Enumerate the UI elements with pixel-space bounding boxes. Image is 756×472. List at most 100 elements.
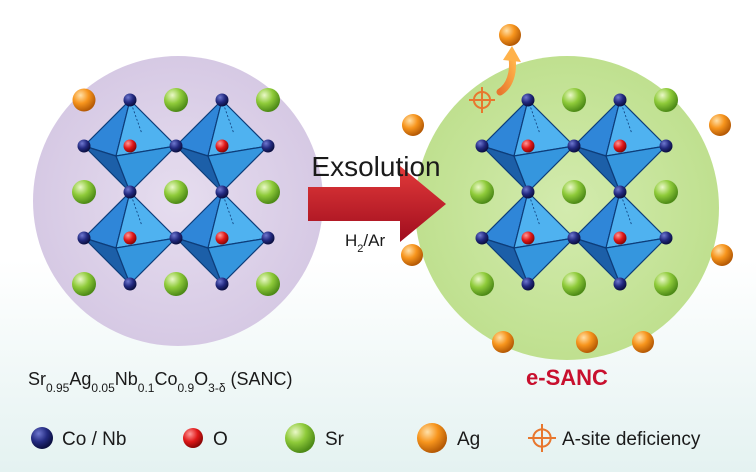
sr-atom (256, 272, 280, 296)
surface-ag-nanoparticles (401, 24, 733, 353)
process-label: Exsolution (311, 151, 440, 182)
co-nb-atom (659, 231, 673, 245)
co-nb-atom (123, 93, 137, 107)
ag-icon (417, 423, 447, 453)
sr-icon (285, 423, 315, 453)
oxygen-atom (613, 231, 627, 245)
sr-atom (562, 180, 586, 204)
oxygen-atom (521, 231, 535, 245)
sr-atom (164, 272, 188, 296)
co-nb-atom (613, 185, 627, 199)
surface-ag-particle (402, 114, 424, 136)
co-nb-atom (659, 139, 673, 153)
co-nb-atom (261, 231, 275, 245)
co-nb-atom (521, 93, 535, 107)
formula-element: Co (154, 369, 177, 389)
surface-ag-particle (499, 24, 521, 46)
co-nb-atom (215, 277, 229, 291)
oxygen-atom (215, 139, 229, 153)
co-nb-atom (123, 185, 137, 199)
oxygen-atom (123, 139, 137, 153)
sr-atom (72, 180, 96, 204)
product-label: e-SANC (526, 365, 608, 390)
oxygen-atom (613, 139, 627, 153)
sr-atom (654, 272, 678, 296)
formula-subscript: 0.05 (91, 381, 115, 395)
legend-item-sr: Sr (285, 423, 345, 453)
formula-element: O (194, 369, 208, 389)
sr-atom (654, 180, 678, 204)
formula-subscript: 0.1 (138, 381, 155, 395)
co-nb-atom (169, 139, 183, 153)
sr-atom (72, 272, 96, 296)
formula-element: Nb (115, 369, 138, 389)
co-nb-atom (521, 185, 535, 199)
formula-element: Sr (28, 369, 46, 389)
sr-atom (654, 88, 678, 112)
oxygen-atom (521, 139, 535, 153)
sr-atom (164, 180, 188, 204)
formula-element: Ag (69, 369, 91, 389)
co-nb-atom (77, 231, 91, 245)
ag-atom (72, 88, 96, 112)
sr-atom (164, 88, 188, 112)
co-nb-atom (169, 231, 183, 245)
surface-ag-particle (401, 244, 423, 266)
ag-migration (496, 46, 521, 96)
co-nb-atom (567, 231, 581, 245)
co-nb-atom (215, 185, 229, 199)
octahedron-3 (480, 190, 576, 286)
surface-ag-particle (711, 244, 733, 266)
sr-atom (256, 88, 280, 112)
o-icon (183, 428, 203, 448)
gas-label: H2/Ar (345, 231, 385, 255)
legend-item-deficiency: A-site deficiency (528, 424, 701, 452)
deficiency-icon (528, 424, 556, 452)
sr-atom (562, 272, 586, 296)
legend-item-conb: Co / Nb (31, 427, 126, 450)
co-nb-atom (613, 277, 627, 291)
legend: Co / Nb O Sr Ag A-site deficiency (31, 423, 701, 453)
oxygen-atom (215, 231, 229, 245)
octahedron-1 (82, 98, 178, 194)
legend-label: Co / Nb (62, 429, 126, 450)
co-nb-atom (567, 139, 581, 153)
co-nb-atom (215, 93, 229, 107)
octahedron-2 (572, 98, 668, 194)
a-site-deficiency (469, 87, 495, 113)
oxygen-atom (123, 231, 137, 245)
co-nb-atom (475, 139, 489, 153)
octahedron-4 (174, 190, 270, 286)
octahedron-4 (572, 190, 668, 286)
sr-atom (256, 180, 280, 204)
co-nb-atom (77, 139, 91, 153)
octahedron-2 (174, 98, 270, 194)
pristine-lattice (72, 88, 280, 296)
legend-label: A-site deficiency (562, 429, 701, 450)
legend-label: Ag (457, 429, 480, 450)
co-nb-atom (521, 277, 535, 291)
exsolved-lattice (469, 87, 678, 296)
legend-item-o: O (183, 428, 228, 450)
sr-atom (470, 272, 494, 296)
octahedron-3 (82, 190, 178, 286)
formula-element: (SANC) (226, 369, 293, 389)
legend-item-ag: Ag (417, 423, 480, 453)
legend-label: Sr (325, 429, 345, 450)
formula-subscript: 0.95 (46, 381, 70, 395)
co-nb-atom (613, 93, 627, 107)
co-nb-atom (261, 139, 275, 153)
formula-subscript: 0.9 (177, 381, 194, 395)
sr-atom (470, 180, 494, 204)
surface-ag-particle (576, 331, 598, 353)
formula-subscript: 3-δ (208, 381, 226, 395)
surface-ag-particle (632, 331, 654, 353)
surface-ag-particle (709, 114, 731, 136)
sanc-formula: Sr0.95Ag0.05Nb0.1Co0.9O3-δ (SANC) (28, 369, 293, 395)
surface-ag-particle (492, 331, 514, 353)
conb-icon (31, 427, 53, 449)
sr-atom (562, 88, 586, 112)
octahedron-1 (480, 98, 576, 194)
